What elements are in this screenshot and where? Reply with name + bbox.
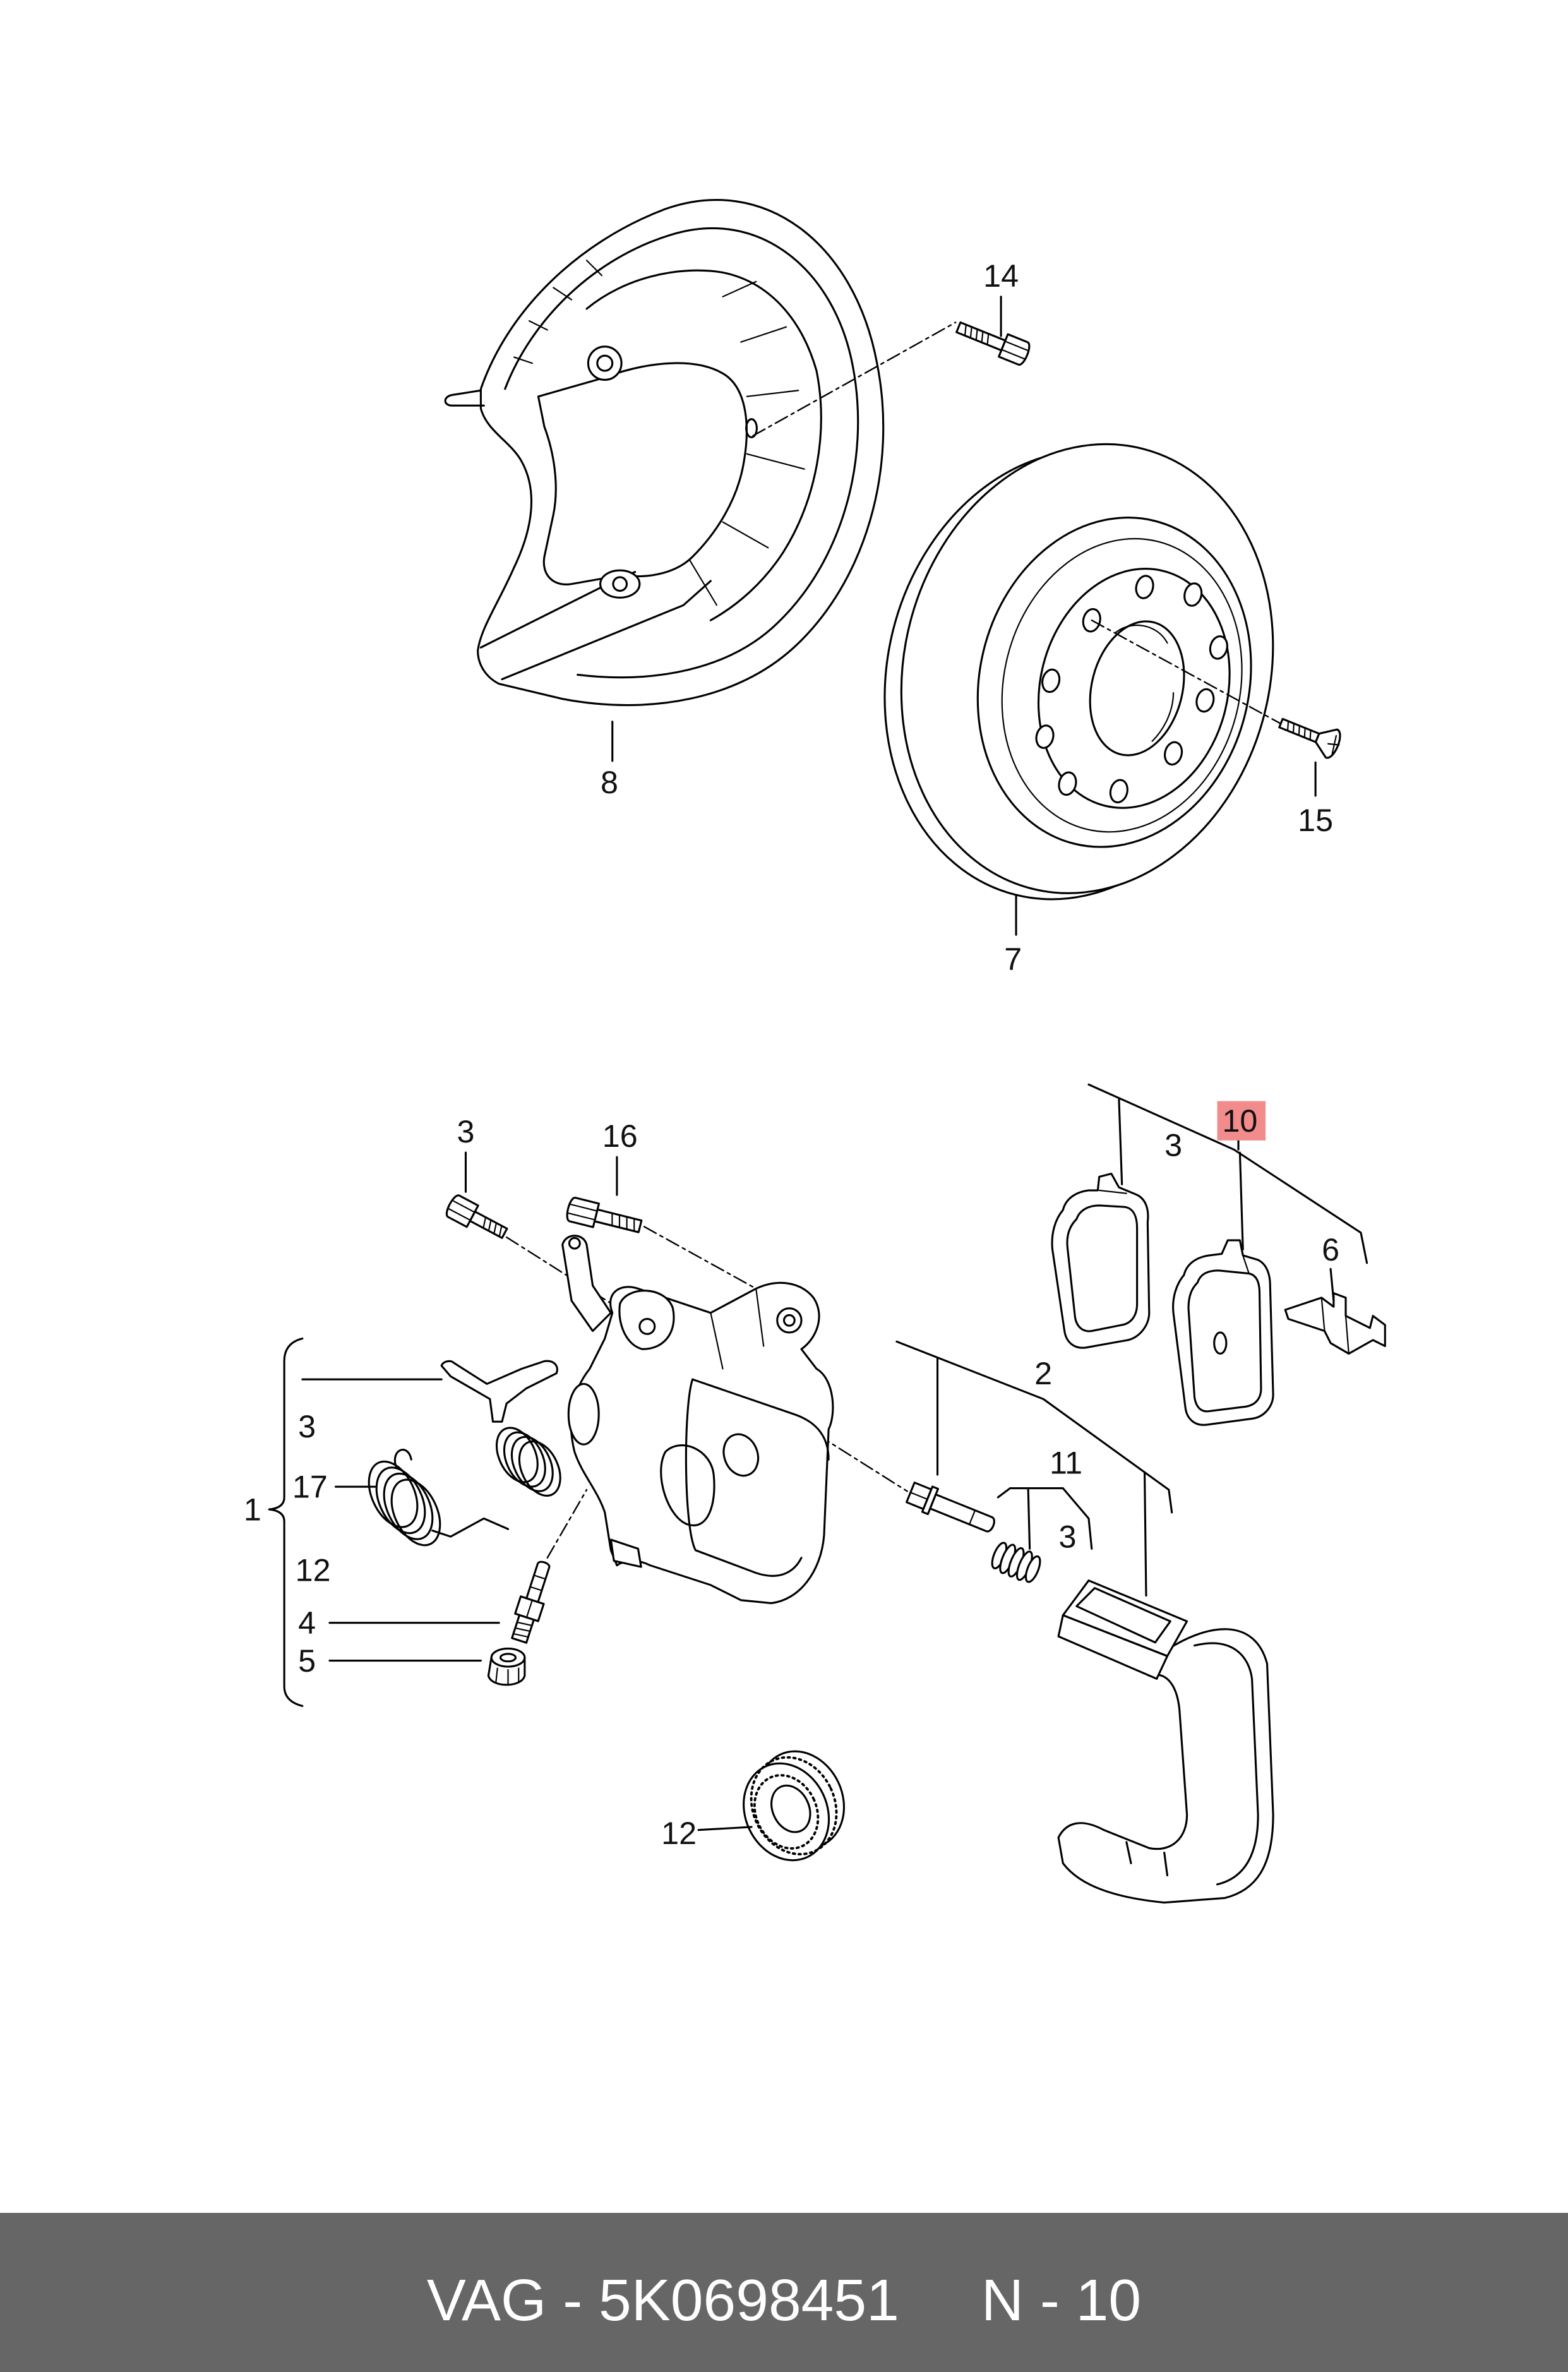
axis-line-bleeder <box>546 1488 588 1559</box>
protective-boot <box>991 1542 1041 1583</box>
dust-shield <box>444 199 885 707</box>
callout-7: 7 <box>1004 941 1022 977</box>
bushing-12 <box>743 1750 846 1862</box>
callout-11: 11 <box>1050 1444 1082 1480</box>
hex-bolt-3 <box>446 1194 508 1239</box>
callout-12-spring: 12 <box>296 1552 331 1588</box>
part-number-footer: VAG - 5K0698451 N - 10 <box>0 2213 1568 2372</box>
countersunk-screw-15 <box>1278 717 1341 759</box>
highlighted-callout-box <box>1217 1101 1266 1141</box>
callout-5: 5 <box>298 1643 316 1679</box>
callout-10-highlighted: 10 <box>1222 1103 1257 1139</box>
callout-6: 6 <box>1322 1231 1339 1267</box>
callout-12-bushing: 12 <box>661 1815 697 1851</box>
lower-leader-lines <box>268 1083 1368 1831</box>
axis-line-bolt-14 <box>752 321 957 437</box>
callout-3-pads: 3 <box>1164 1127 1182 1163</box>
callout-3-boot: 3 <box>1058 1519 1076 1555</box>
brake-disc <box>883 443 1274 901</box>
retaining-clip-6 <box>1284 1292 1386 1355</box>
callout-4: 4 <box>298 1605 316 1641</box>
wheel-bolt-holes <box>1035 575 1228 804</box>
bleeder-valve-4 <box>511 1560 551 1644</box>
callout-14: 14 <box>983 258 1019 294</box>
diagram-reference: N - 10 <box>981 2267 1142 2333</box>
parts-diagram: 14 8 7 15 3 16 10 3 6 2 11 3 1 3 17 12 4… <box>244 199 1386 1904</box>
brake-caliper <box>561 1235 834 1605</box>
dust-cap-5 <box>487 1647 526 1686</box>
callout-labels: 14 8 7 15 3 16 10 3 6 2 11 3 1 3 17 12 4… <box>244 258 1339 1851</box>
upper-leader-lines <box>611 296 1317 936</box>
return-spring-17 <box>368 1449 510 1547</box>
axis-line-bolt-16 <box>643 1226 757 1290</box>
callout-2: 2 <box>1034 1355 1052 1391</box>
hex-bolt-14 <box>955 321 1031 366</box>
callout-16: 16 <box>602 1118 638 1154</box>
coil-spring-caliper <box>495 1427 561 1497</box>
brake-pad-outer <box>1172 1239 1274 1426</box>
parking-brake-lever <box>440 1360 558 1423</box>
axis-line-screw-15 <box>1091 620 1286 728</box>
drawing-lines <box>268 199 1386 1904</box>
callout-3-bolt: 3 <box>457 1113 474 1149</box>
brand-part-number: VAG - 5K0698451 <box>426 2267 899 2333</box>
axis-line-guide-pin <box>664 1338 908 1492</box>
callout-8: 8 <box>601 764 618 800</box>
callout-17: 17 <box>292 1469 328 1505</box>
callout-15: 15 <box>1298 802 1333 838</box>
callout-3-lever: 3 <box>298 1408 316 1444</box>
hex-bolt-16 <box>566 1197 643 1233</box>
guide-pin <box>906 1482 995 1533</box>
brake-pad-inner <box>1051 1172 1151 1349</box>
caliper-carrier <box>1057 1579 1274 1904</box>
callout-1: 1 <box>244 1492 261 1528</box>
